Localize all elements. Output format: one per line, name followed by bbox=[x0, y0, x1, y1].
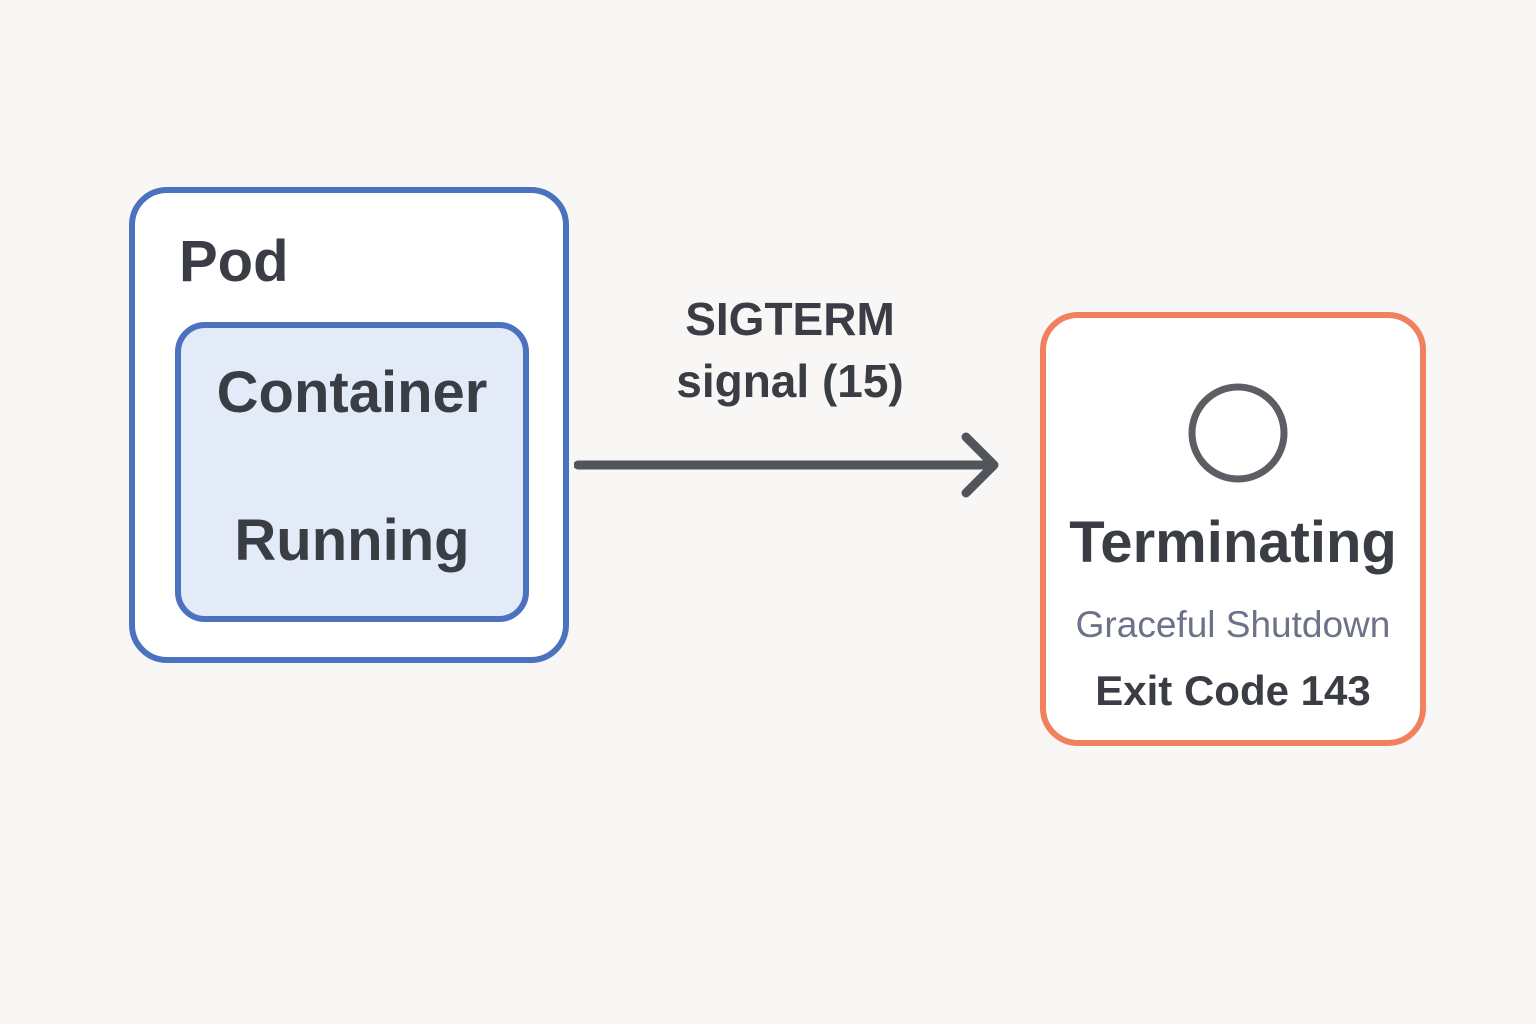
terminating-title: Terminating bbox=[1069, 510, 1397, 575]
pod-label: Pod bbox=[179, 229, 289, 294]
signal-label-line2: signal (15) bbox=[676, 355, 904, 407]
empty-circle-icon bbox=[1188, 383, 1288, 483]
exit-code-label: Exit Code 143 bbox=[1095, 667, 1371, 714]
container-label: Container bbox=[216, 360, 488, 425]
arrow-right-icon bbox=[574, 432, 999, 498]
container-status: Running bbox=[234, 508, 470, 573]
pod-box: Pod Container Running bbox=[129, 187, 569, 663]
terminating-box: Terminating Graceful Shutdown Exit Code … bbox=[1040, 312, 1426, 746]
signal-label-line1: SIGTERM bbox=[685, 293, 895, 345]
container-box: Container Running bbox=[175, 322, 529, 622]
terminating-subtitle: Graceful Shutdown bbox=[1075, 604, 1391, 645]
signal-label: SIGTERM signal (15) bbox=[640, 288, 940, 412]
